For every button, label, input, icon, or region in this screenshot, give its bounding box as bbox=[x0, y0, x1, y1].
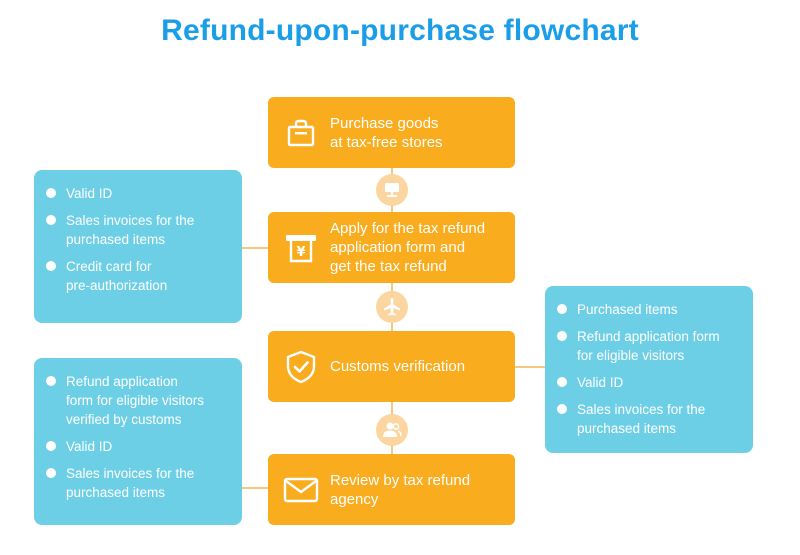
list-item: Sales invoices for the purchased items bbox=[46, 211, 232, 249]
step-apply-tax-refund: ¥ Apply for the tax refund application f… bbox=[268, 212, 515, 283]
list-item: Refund application form for eligible vis… bbox=[46, 372, 232, 429]
airplane-icon bbox=[376, 291, 408, 323]
bullet-icon bbox=[46, 188, 56, 198]
info-box-review-requirements: Refund application form for eligible vis… bbox=[34, 358, 242, 525]
connector-line bbox=[242, 487, 268, 489]
computer-icon bbox=[376, 174, 408, 206]
list-item: Credit card for pre-authorization bbox=[46, 257, 232, 295]
shield-check-icon bbox=[282, 348, 320, 386]
info-box-customs-requirements: Purchased items Refund application form … bbox=[545, 286, 753, 453]
bullet-icon bbox=[46, 376, 56, 386]
bullet-icon bbox=[557, 377, 567, 387]
list-item: Valid ID bbox=[46, 184, 232, 203]
bullet-icon bbox=[46, 261, 56, 271]
svg-text:¥: ¥ bbox=[296, 245, 305, 260]
bullet-icon bbox=[557, 304, 567, 314]
shopping-bag-icon bbox=[282, 114, 320, 152]
step-purchase-goods: Purchase goods at tax-free stores bbox=[268, 97, 515, 168]
list-item: Refund application form for eligible vis… bbox=[557, 327, 743, 365]
bullet-icon bbox=[557, 404, 567, 414]
step-label: Purchase goods at tax-free stores bbox=[330, 114, 443, 151]
list-item: Purchased items bbox=[557, 300, 743, 319]
connector-line bbox=[242, 247, 268, 249]
list-item: Valid ID bbox=[46, 437, 232, 456]
info-box-apply-requirements: Valid ID Sales invoices for the purchase… bbox=[34, 170, 242, 323]
list-item: Sales invoices for the purchased items bbox=[557, 400, 743, 438]
bullet-icon bbox=[557, 331, 567, 341]
step-label: Review by tax refund agency bbox=[330, 471, 471, 508]
people-icon bbox=[376, 414, 408, 446]
connector-line bbox=[515, 366, 545, 368]
step-label: Customs verification bbox=[330, 358, 466, 375]
step-customs-verification: Customs verification bbox=[268, 331, 515, 402]
envelope-icon bbox=[282, 471, 320, 509]
page-title: Refund-upon-purchase flowchart bbox=[161, 14, 639, 47]
bullet-icon bbox=[46, 215, 56, 225]
list-item: Sales invoices for the purchased items bbox=[46, 464, 232, 502]
bullet-icon bbox=[46, 468, 56, 478]
list-item: Valid ID bbox=[557, 373, 743, 392]
bullet-icon bbox=[46, 441, 56, 451]
tax-refund-machine-icon: ¥ bbox=[282, 229, 320, 267]
step-review-by-agency: Review by tax refund agency bbox=[268, 454, 515, 525]
step-label: Apply for the tax refund application for… bbox=[330, 220, 486, 275]
